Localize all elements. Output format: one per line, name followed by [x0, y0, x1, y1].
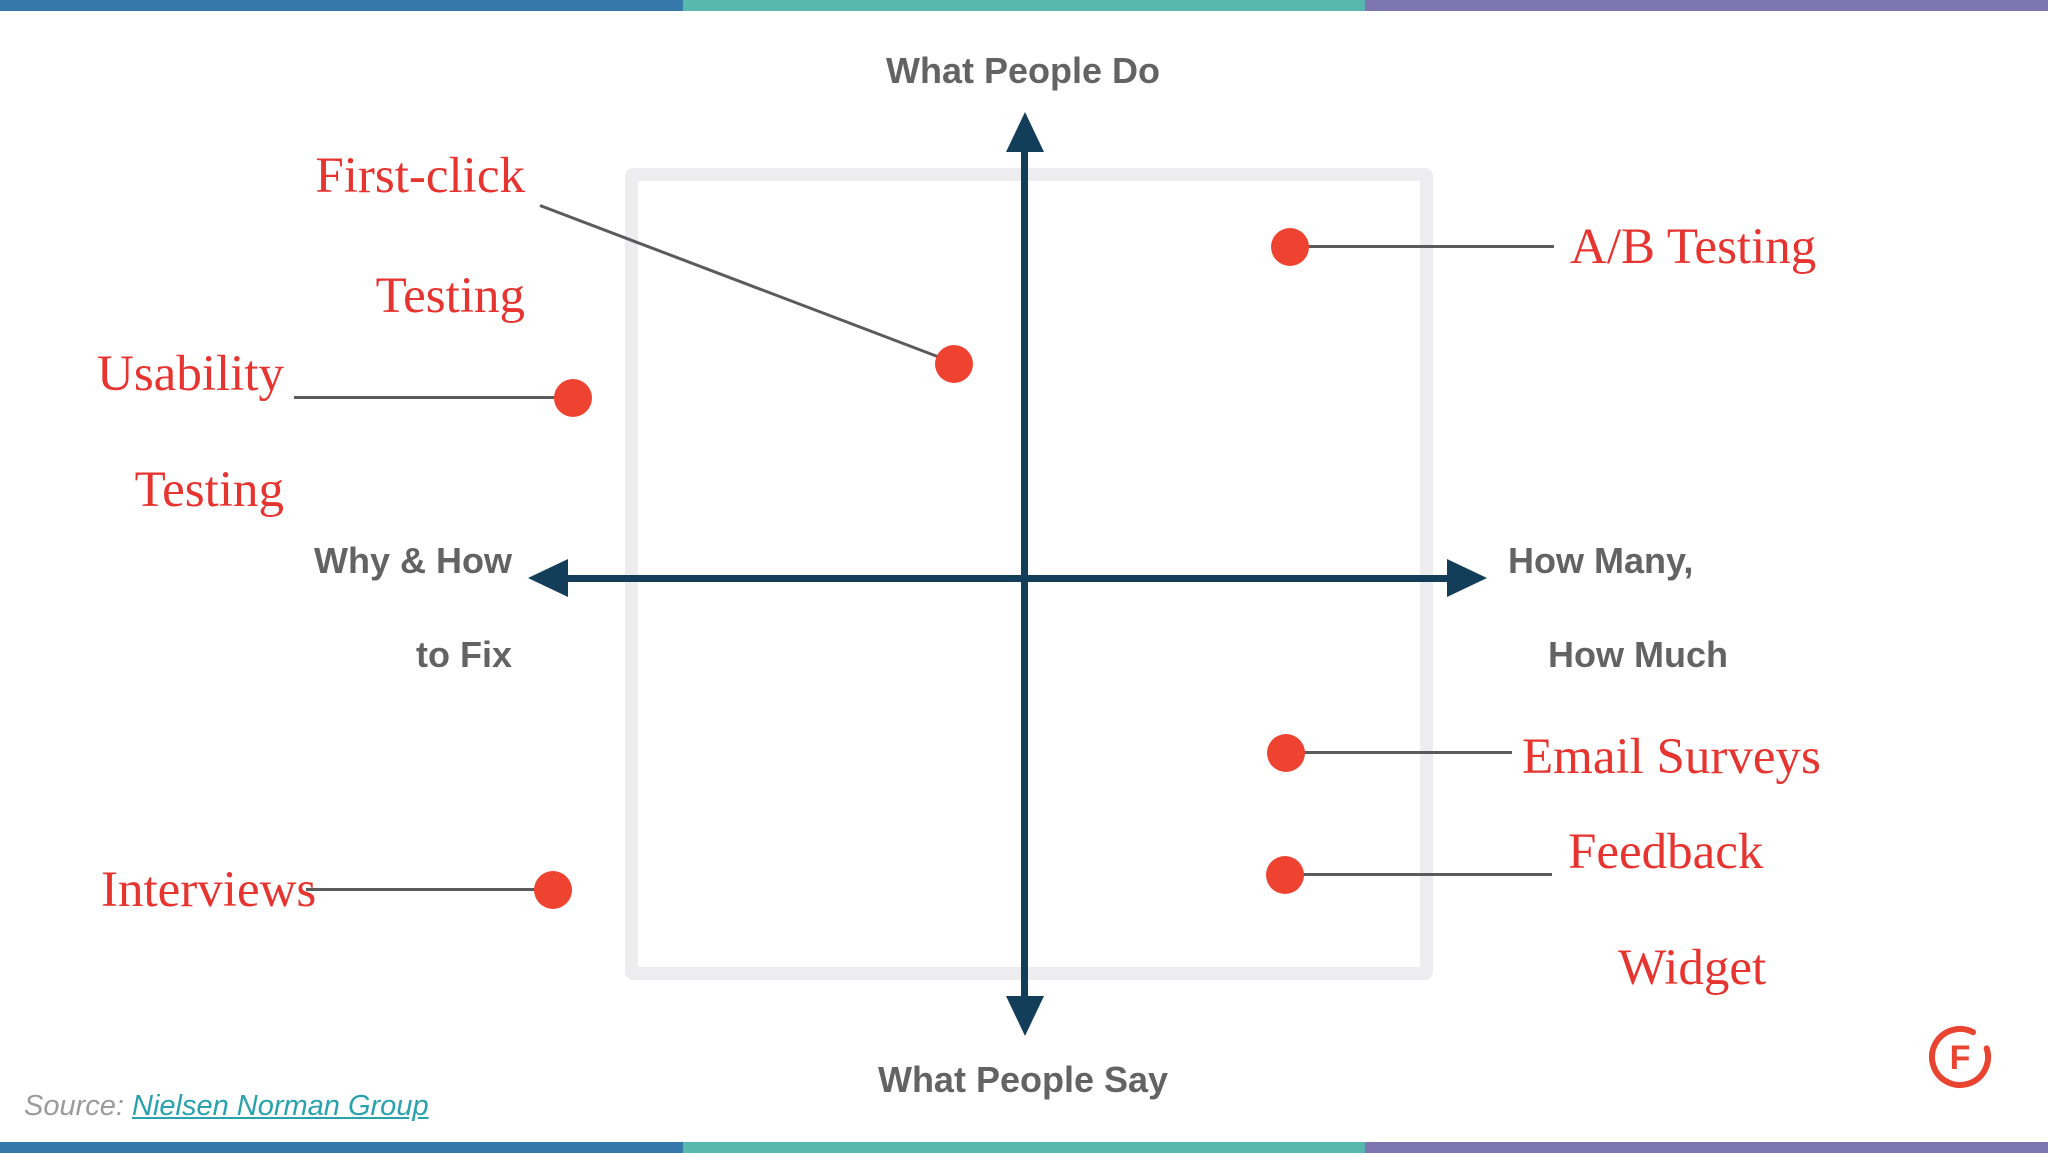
axis-label-top: What People Do [885, 50, 1161, 91]
label-first-click-testing: First-click Testing [315, 148, 525, 324]
label-feedback-widget: Feedback Widget [1568, 824, 1767, 996]
logo-letter: F [1950, 1039, 1971, 1077]
vertical-axis-line [1021, 146, 1028, 1000]
label-usability-testing: Usability Testing [97, 346, 284, 518]
axis-label-bottom: What People Say [877, 1059, 1169, 1100]
bottom-color-stripe [0, 1142, 2048, 1153]
label-email-surveys: Email Surveys [1522, 729, 1821, 785]
source-prefix: Source: [24, 1090, 132, 1122]
arrow-up-icon [1006, 112, 1044, 152]
dot-ab-testing [1271, 228, 1309, 266]
stripe-segment-teal [682, 1142, 1366, 1153]
stripe-segment-purple [1365, 1142, 2048, 1153]
label-ab-testing: A/B Testing [1570, 219, 1817, 275]
connector-ab-testing [1302, 245, 1554, 248]
dot-usability-testing [554, 379, 592, 417]
arrow-right-icon [1447, 559, 1487, 597]
connector-interviews [306, 888, 538, 891]
stripe-segment-purple [1365, 0, 2048, 11]
dot-interviews [534, 871, 572, 909]
top-color-stripe [0, 0, 2048, 11]
careerfoundry-logo: F [1929, 1026, 1991, 1088]
connector-email-surveys [1300, 751, 1512, 754]
source-link[interactable]: Nielsen Norman Group [132, 1090, 429, 1122]
axis-label-right: How Many, How Much [1508, 540, 1728, 675]
stripe-segment-blue [0, 0, 683, 11]
dot-first-click-testing [935, 345, 973, 383]
horizontal-axis-line [562, 575, 1452, 582]
dot-email-surveys [1267, 734, 1305, 772]
connector-feedback-widget [1300, 873, 1552, 876]
arrow-down-icon [1006, 996, 1044, 1036]
stripe-segment-blue [0, 1142, 683, 1153]
source-attribution: Source: Nielsen Norman Group [24, 1090, 429, 1123]
logo-circle [1929, 1026, 1991, 1088]
dot-feedback-widget [1266, 856, 1304, 894]
label-interviews: Interviews [101, 862, 317, 918]
quadrant-box [625, 168, 1433, 980]
stripe-segment-teal [682, 0, 1366, 11]
connector-usability [294, 396, 560, 399]
arrow-left-icon [528, 559, 568, 597]
axis-label-left: Why & How to Fix [314, 540, 512, 675]
